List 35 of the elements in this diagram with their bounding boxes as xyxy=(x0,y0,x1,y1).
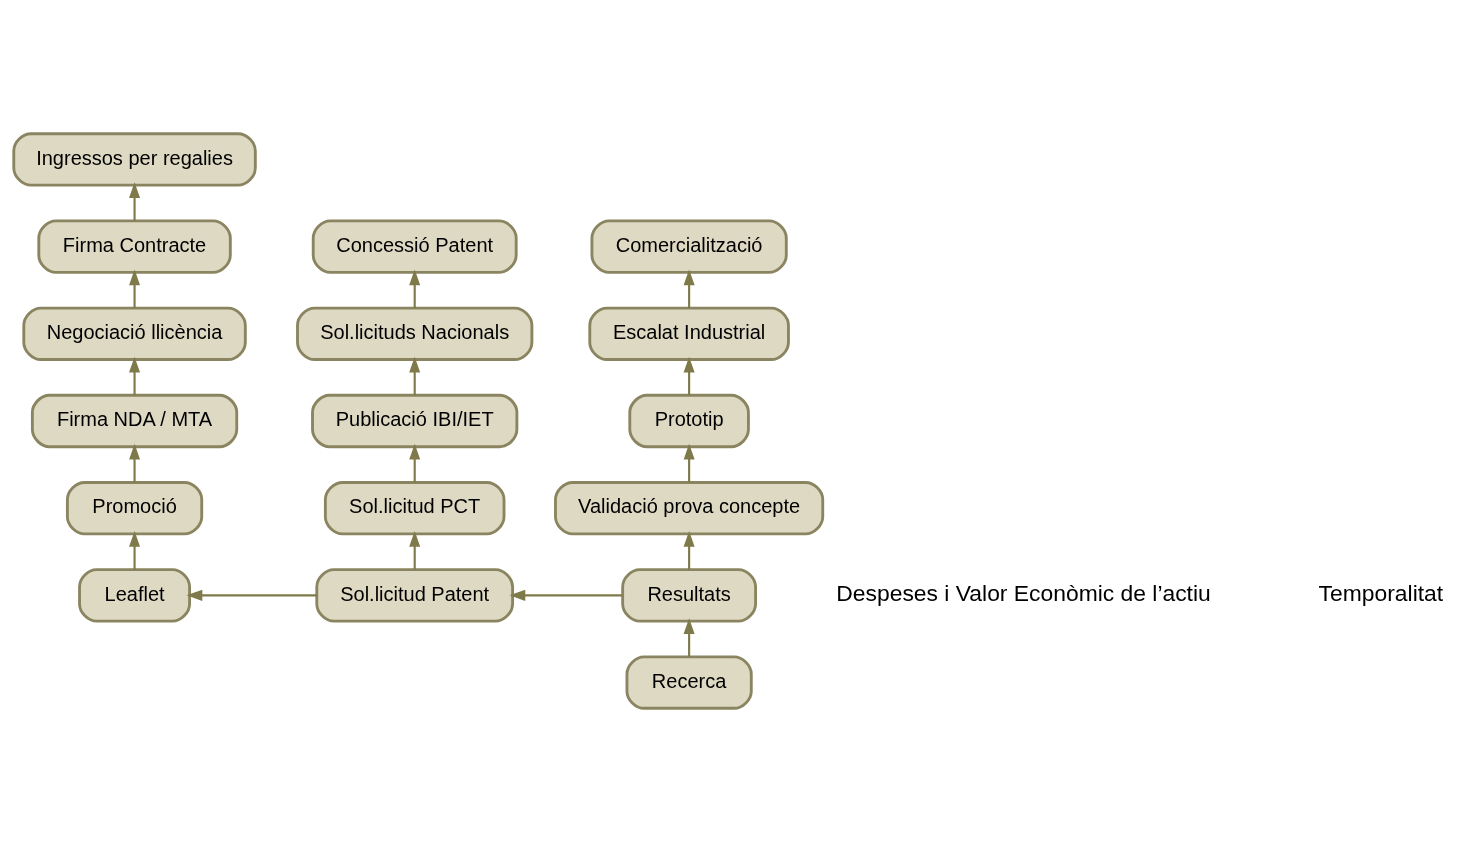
node-box: Publicació IBI/IET xyxy=(311,393,519,448)
arrow xyxy=(409,530,421,570)
arrow xyxy=(129,356,141,395)
node-box: Negociació llicència xyxy=(22,306,247,361)
label: Temporalitat xyxy=(1318,579,1444,606)
node-box: Sol.licituds Nacionals xyxy=(296,306,534,361)
node-box: Resultats xyxy=(621,567,757,623)
arrow xyxy=(509,589,623,601)
arrow xyxy=(129,268,141,308)
node-box: Leaflet xyxy=(78,567,191,623)
arrow xyxy=(129,443,141,482)
arrow xyxy=(683,617,695,657)
node-box: Validació prova concepte xyxy=(554,480,825,535)
node-box: Sol.licitud PCT xyxy=(323,480,506,535)
arrow xyxy=(683,356,695,395)
node-box: Recerca xyxy=(625,654,753,710)
arrow xyxy=(409,268,421,308)
node-box: Escalat Industrial xyxy=(588,306,790,361)
arrow xyxy=(409,443,421,482)
arrow xyxy=(129,530,141,570)
node-box: Sol.licitud Patent xyxy=(315,567,515,623)
arrow xyxy=(129,181,141,221)
label: Despeses i Valor Econòmic de l’actiu xyxy=(836,579,1211,606)
arrow xyxy=(409,356,421,395)
node-box: Concessió Patent xyxy=(311,218,518,274)
arrow xyxy=(186,589,317,601)
node-box: Firma NDA / MTA xyxy=(30,393,239,448)
node-box: Promoció xyxy=(65,480,204,535)
arrow xyxy=(683,268,695,308)
arrow xyxy=(683,530,695,570)
node-box: Ingressos per regalies xyxy=(12,131,257,187)
node-box: Prototip xyxy=(628,393,750,448)
arrow xyxy=(683,443,695,482)
node-box: Firma Contracte xyxy=(37,218,232,274)
node-box: Comercialització xyxy=(590,218,788,274)
